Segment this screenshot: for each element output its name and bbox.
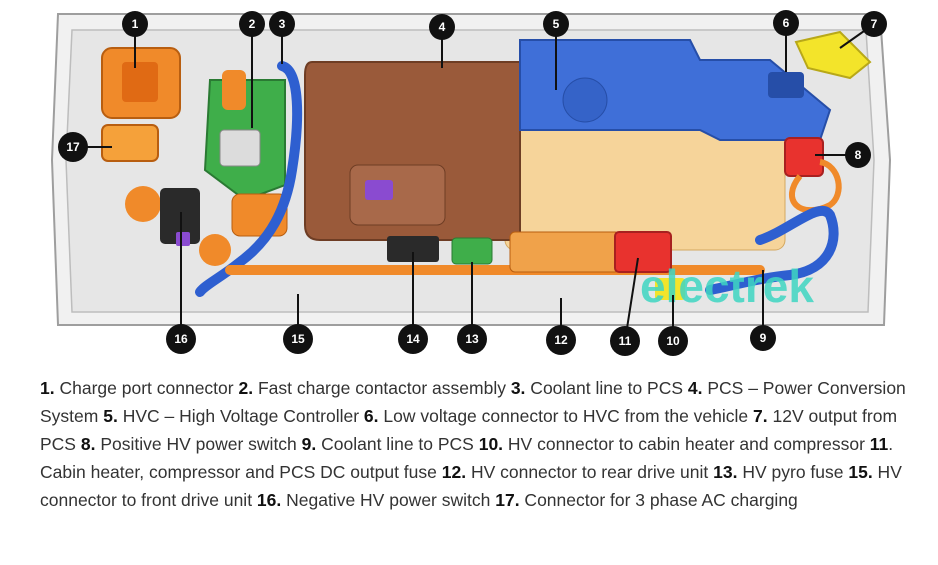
legend-description: 12V output from PCS <box>40 406 898 454</box>
callout-marker-4 <box>429 14 455 40</box>
callout-number-12: 12 <box>554 333 568 347</box>
callout-marker-3 <box>269 11 295 37</box>
legend-number: 13. <box>713 462 738 482</box>
coolant-line-left <box>195 61 303 297</box>
callout-number-15: 15 <box>291 332 305 346</box>
callout-number-16: 16 <box>174 332 188 346</box>
legend-description: . Cabin heater, compressor and PCS DC ou… <box>40 434 894 482</box>
callout-marker-12 <box>546 325 576 355</box>
legend-number: 5. <box>103 406 118 426</box>
legend-number: 12. <box>441 462 467 482</box>
callout-number-4: 4 <box>439 20 446 34</box>
legend-description: HV pyro fuse <box>737 462 849 482</box>
legend-description: Low voltage connector to HVC from the ve… <box>378 406 754 426</box>
contactor-orange-a <box>222 70 246 110</box>
low-voltage-connector <box>768 72 804 98</box>
legend-description: Charge port connector <box>54 378 239 398</box>
legend-description: Fast charge contactor assembly <box>253 378 511 398</box>
legend-number: 4. <box>687 378 703 398</box>
hv-bus-plate <box>509 231 621 273</box>
coolant-line-right <box>705 205 839 295</box>
legend-number: 16. <box>256 490 282 510</box>
legend-number: 1. <box>40 378 55 398</box>
callout-number-7: 7 <box>871 17 878 31</box>
legend-number: 11 <box>869 434 889 454</box>
legend-number: 17. <box>495 490 520 510</box>
legend-description: Coolant line to PCS <box>316 434 479 454</box>
legend-number: 7. <box>753 406 768 426</box>
legend-description: HV connector to front drive unit <box>40 462 902 510</box>
callout-number-10: 10 <box>666 334 680 348</box>
callout-marker-8 <box>845 142 871 168</box>
callout-marker-14 <box>398 324 428 354</box>
callout-number-11: 11 <box>619 334 632 348</box>
pcs-connector <box>365 180 393 200</box>
callout-number-3: 3 <box>279 17 286 31</box>
legend-description: Coolant line to PCS <box>525 378 688 398</box>
hv-pyro-fuse <box>451 237 493 265</box>
contactor-orange-d <box>199 234 231 266</box>
callout-marker-6 <box>773 10 799 36</box>
callout-number-6: 6 <box>783 16 790 30</box>
positive-hv-cable <box>789 159 842 214</box>
legend-description: HV connector to cabin heater and compres… <box>503 434 870 454</box>
legend-description: Negative HV power switch <box>281 490 496 510</box>
callout-marker-1 <box>122 11 148 37</box>
callout-number-8: 8 <box>855 148 862 162</box>
callout-marker-15 <box>283 324 313 354</box>
positive-hv-switch <box>784 137 824 177</box>
watermark: electrek <box>640 260 814 312</box>
twelve-volt-output <box>794 30 872 80</box>
contactor-orange-c <box>125 186 161 222</box>
callout-marker-16 <box>166 324 196 354</box>
charge-port-pins <box>122 62 158 102</box>
legend-description: Positive HV power switch <box>95 434 302 454</box>
callout-number-5: 5 <box>553 17 560 31</box>
callout-marker-2 <box>239 11 265 37</box>
legend-description: HVC – High Voltage Controller <box>117 406 364 426</box>
legend-caption: 1. Charge port connector 2. Fast charge … <box>40 374 920 514</box>
callout-number-9: 9 <box>760 331 767 345</box>
cabin-heater-connector <box>655 278 685 300</box>
callout-marker-5 <box>543 11 569 37</box>
callout-marker-9 <box>750 325 776 351</box>
contactor-module <box>219 129 261 167</box>
callout-number-13: 13 <box>465 332 479 346</box>
callout-marker-7 <box>861 11 887 37</box>
legend-number: 6. <box>363 406 379 426</box>
legend-number: 2. <box>238 378 254 398</box>
legend-number: 3. <box>510 378 526 398</box>
hv-connector-14 <box>387 236 439 262</box>
callout-marker-17 <box>58 132 88 162</box>
hvc-boss <box>562 77 608 123</box>
negative-hv-switch-connector <box>176 232 190 246</box>
legend-description: PCS – Power Conversion System <box>40 378 906 426</box>
callout-number-2: 2 <box>249 17 256 31</box>
legend-description: Connector for 3 phase AC charging <box>519 490 798 510</box>
callout-marker-11 <box>610 326 640 356</box>
callout-number-17: 17 <box>66 140 80 154</box>
ac-charge-connector <box>101 124 159 162</box>
legend-number: 8. <box>80 434 96 454</box>
pcs-panel <box>349 164 446 226</box>
callout-number-14: 14 <box>406 332 420 346</box>
callout-marker-13 <box>457 324 487 354</box>
fuse-block <box>614 231 672 273</box>
legend-description: HV connector to rear drive unit <box>466 462 714 482</box>
callout-number-1: 1 <box>132 17 139 31</box>
legend-number: 15. <box>848 462 873 482</box>
legend-number: 10. <box>478 434 504 454</box>
legend-number: 9. <box>301 434 317 454</box>
callout-marker-10 <box>658 326 688 356</box>
